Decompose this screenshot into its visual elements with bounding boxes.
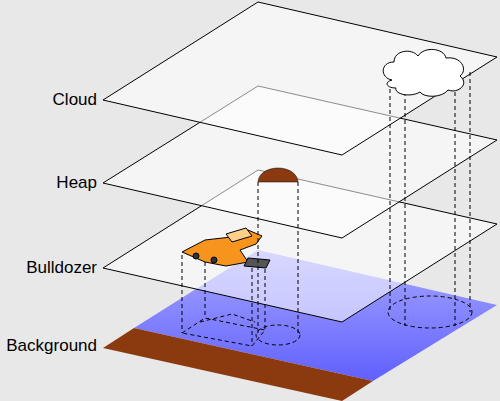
projection-lines [390,72,470,326]
cloud-icon [383,49,464,96]
bulldozer-icon [182,228,270,268]
projection-lines [182,255,265,346]
heap-icon [258,168,298,182]
layer-label: Background [6,336,97,356]
cloud-plane [103,2,497,155]
layer-label: Cloud [53,90,97,110]
ground-strip [103,328,373,401]
projection-lines [258,182,298,335]
layer-label: Bulldozer [26,258,97,278]
layer-label: Heap [56,173,97,193]
